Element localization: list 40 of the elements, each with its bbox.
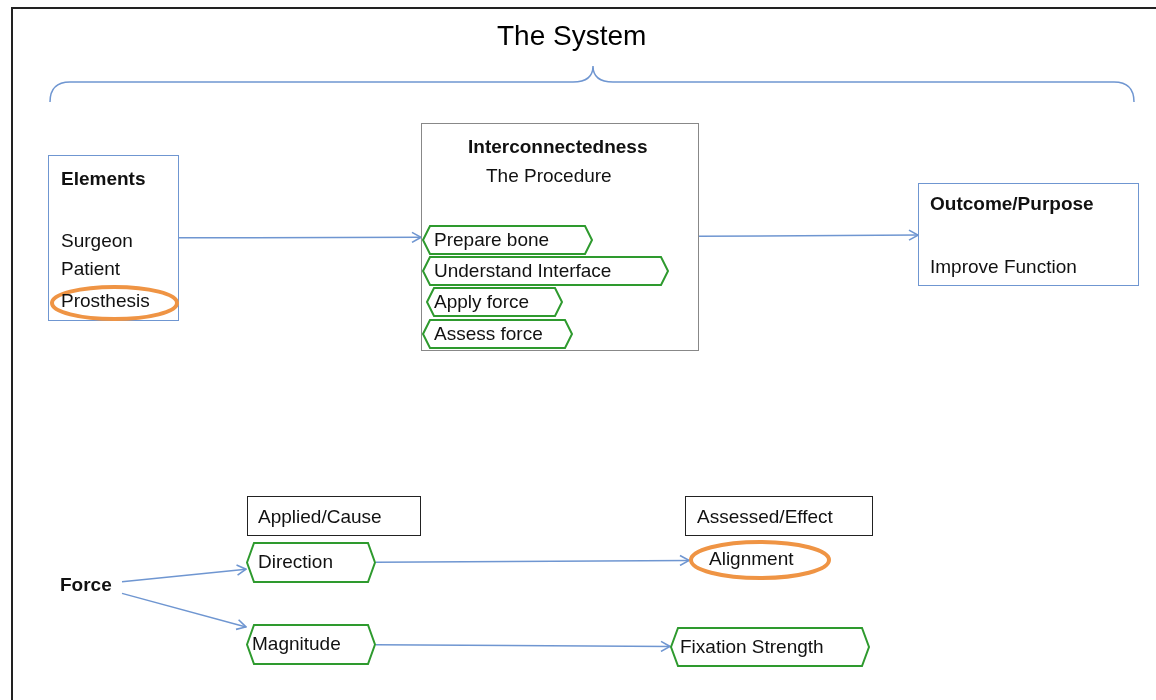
node-label: Patient bbox=[61, 258, 121, 280]
step-hexagon bbox=[422, 256, 669, 286]
node-label: Magnitude bbox=[252, 633, 341, 655]
cause-hexagon bbox=[246, 624, 376, 665]
heading: Interconnectedness bbox=[468, 136, 648, 158]
node-label: Applied/Cause bbox=[258, 506, 382, 528]
highlight-ellipse bbox=[689, 540, 831, 580]
heading: Elements bbox=[61, 168, 146, 190]
heading: Outcome/Purpose bbox=[930, 193, 1094, 215]
step-hexagon bbox=[422, 225, 593, 255]
outcome-box bbox=[918, 183, 1139, 286]
node-label: The Procedure bbox=[486, 165, 612, 187]
node-label: Understand Interface bbox=[434, 260, 612, 282]
header-box bbox=[685, 496, 873, 536]
heading: Force bbox=[60, 574, 112, 596]
arrow bbox=[121, 592, 247, 631]
elements-box bbox=[48, 155, 179, 321]
node-label: Apply force bbox=[434, 291, 530, 313]
arrow bbox=[178, 231, 422, 244]
arrow bbox=[121, 564, 247, 583]
node-label: Prepare bone bbox=[434, 229, 550, 251]
header-box bbox=[247, 496, 421, 536]
node-label: Assess force bbox=[434, 323, 543, 345]
procedure-box bbox=[421, 123, 699, 351]
arrow bbox=[375, 640, 671, 653]
node-label: Fixation Strength bbox=[680, 636, 824, 658]
cause-hexagon bbox=[246, 542, 376, 583]
effect-hexagon bbox=[670, 627, 870, 667]
step-hexagon bbox=[422, 319, 573, 349]
arrow bbox=[375, 554, 690, 567]
arrow bbox=[698, 229, 919, 241]
node-label: Improve Function bbox=[930, 256, 1077, 278]
node-label: Prosthesis bbox=[61, 290, 150, 312]
node-label: Surgeon bbox=[61, 230, 133, 252]
step-hexagon bbox=[426, 287, 563, 317]
node-label: Alignment bbox=[709, 548, 794, 570]
node-label: Direction bbox=[258, 551, 333, 573]
highlight-ellipse bbox=[50, 285, 179, 321]
node-label: Assessed/Effect bbox=[697, 506, 833, 528]
diagram-title: The System bbox=[497, 20, 647, 52]
